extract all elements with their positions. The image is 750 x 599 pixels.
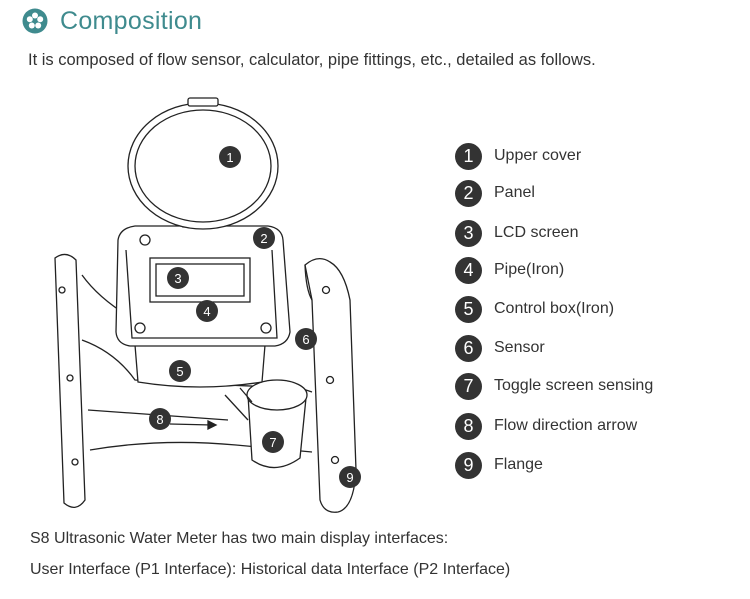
svg-text:2: 2 — [260, 231, 267, 246]
legend-label: Panel — [494, 184, 535, 201]
svg-text:9: 9 — [346, 470, 353, 485]
panel-screw — [139, 234, 151, 246]
legend-label: LCD screen — [494, 224, 579, 241]
control-box — [134, 344, 266, 388]
legend-badge: 9 — [455, 451, 482, 479]
callout-2: 2 — [253, 227, 275, 249]
callout-7: 7 — [262, 431, 284, 453]
svg-text:4: 4 — [203, 304, 210, 319]
svg-text:5: 5 — [176, 364, 183, 379]
legend-badge: 4 — [455, 256, 482, 284]
legend-item-sensor: 6 Sensor — [455, 334, 545, 362]
legend-item-flow-direction-arrow: 8 Flow direction arrow — [455, 412, 637, 440]
callout-9: 9 — [339, 466, 361, 488]
flower-icon — [22, 8, 48, 34]
legend-label: Toggle screen sensing — [494, 377, 654, 394]
callout-badges: 1 2 3 4 5 6 7 8 9 — [149, 146, 361, 488]
panel-screw — [134, 322, 146, 334]
svg-text:7: 7 — [269, 435, 276, 450]
legend-item-pipe: 4 Pipe(Iron) — [455, 256, 564, 284]
page-title: Composition — [60, 6, 203, 35]
panel-screw — [260, 322, 272, 334]
flange-bolt-hole — [71, 458, 79, 466]
legend-badge: 6 — [455, 334, 482, 362]
lcd-screen — [149, 257, 251, 303]
callout-5: 5 — [169, 360, 191, 382]
legend-badge: 8 — [455, 412, 482, 440]
flange-bolt-hole — [58, 286, 66, 294]
legend-item-toggle-screen-sensing: 7 Toggle screen sensing — [455, 372, 653, 400]
legend-label: Control box(Iron) — [494, 300, 615, 317]
footer-line-2: User Interface (P1 Interface): Historica… — [30, 561, 511, 578]
flange-bolt-hole — [66, 374, 74, 382]
svg-text:1: 1 — [226, 150, 233, 165]
legend-item-panel: 2 Panel — [455, 179, 535, 207]
legend-item-lcd-screen: 3 LCD screen — [455, 219, 578, 247]
callout-8: 8 — [149, 408, 171, 430]
legend-badge: 3 — [455, 219, 482, 247]
flange-bolt-hole — [330, 455, 340, 465]
callout-1: 1 — [219, 146, 241, 168]
legend-badge: 7 — [455, 372, 482, 400]
flange-bolt-hole — [325, 375, 335, 385]
legend-item-upper-cover: 1 Upper cover — [455, 142, 581, 170]
cover-tab — [187, 97, 219, 107]
sensor-cup — [247, 394, 307, 469]
footer-line-1: S8 Ultrasonic Water Meter has two main d… — [30, 530, 449, 547]
legend-badge: 1 — [455, 142, 482, 170]
legend-item-control-box: 5 Control box(Iron) — [455, 295, 614, 323]
callout-6: 6 — [295, 328, 317, 350]
legend-label: Flow direction arrow — [494, 417, 638, 434]
legend-badge: 5 — [455, 295, 482, 323]
water-meter-diagram: 1 2 3 4 5 6 7 8 9 — [54, 97, 361, 513]
legend-badge: 2 — [455, 179, 482, 207]
upper-cover — [127, 102, 279, 230]
legend-label: Sensor — [494, 339, 545, 356]
legend-item-flange: 9 Flange — [455, 451, 543, 479]
sensor-cup-rim — [246, 379, 308, 411]
legend-label: Pipe(Iron) — [494, 261, 565, 278]
flange-bolt-hole — [321, 285, 331, 295]
callout-4: 4 — [196, 300, 218, 322]
svg-text:3: 3 — [174, 271, 181, 286]
legend-label: Flange — [494, 456, 543, 473]
header: Composition — [22, 6, 202, 36]
svg-text:8: 8 — [156, 412, 163, 427]
intro-text: It is composed of flow sensor, calculato… — [28, 51, 596, 69]
legend-label: Upper cover — [494, 147, 582, 164]
callout-3: 3 — [167, 267, 189, 289]
svg-text:6: 6 — [302, 332, 309, 347]
flow-direction-arrow — [169, 423, 213, 426]
